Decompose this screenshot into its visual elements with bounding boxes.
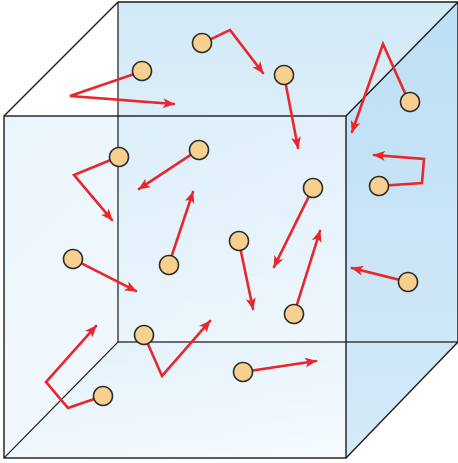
right-face xyxy=(346,2,458,458)
path-arrow-4 xyxy=(350,40,411,134)
path-arrow-2 xyxy=(201,28,265,75)
molecule xyxy=(273,64,295,86)
molecule xyxy=(191,32,213,54)
molecule xyxy=(131,60,153,82)
path-arrow-11 xyxy=(237,240,256,311)
molecule xyxy=(108,146,130,168)
molecule xyxy=(92,385,114,407)
path-arrow-9 xyxy=(167,190,195,266)
front-face xyxy=(4,116,346,458)
molecule xyxy=(228,230,250,252)
molecule xyxy=(302,177,324,199)
molecule-paths xyxy=(44,28,426,410)
molecule xyxy=(283,303,305,325)
path-arrow-6 xyxy=(137,148,200,191)
path-arrow-15 xyxy=(44,324,105,410)
molecule xyxy=(368,175,390,197)
molecule xyxy=(158,254,180,276)
path-arrow-12 xyxy=(292,229,322,316)
path-arrow-8 xyxy=(272,186,315,269)
molecule xyxy=(133,324,155,346)
molecule xyxy=(188,139,210,161)
molecules xyxy=(62,32,421,407)
molecule xyxy=(232,361,254,383)
path-arrow-5 xyxy=(71,155,120,222)
molecule xyxy=(62,248,84,270)
path-arrow-10 xyxy=(71,257,138,293)
path-arrow-14 xyxy=(142,319,212,379)
molecule xyxy=(397,271,419,293)
path-arrow-3 xyxy=(282,73,301,150)
molecule xyxy=(399,91,421,113)
path-arrow-1 xyxy=(69,70,176,109)
path-arrow-7 xyxy=(372,150,426,188)
path-arrow-16 xyxy=(241,357,318,374)
